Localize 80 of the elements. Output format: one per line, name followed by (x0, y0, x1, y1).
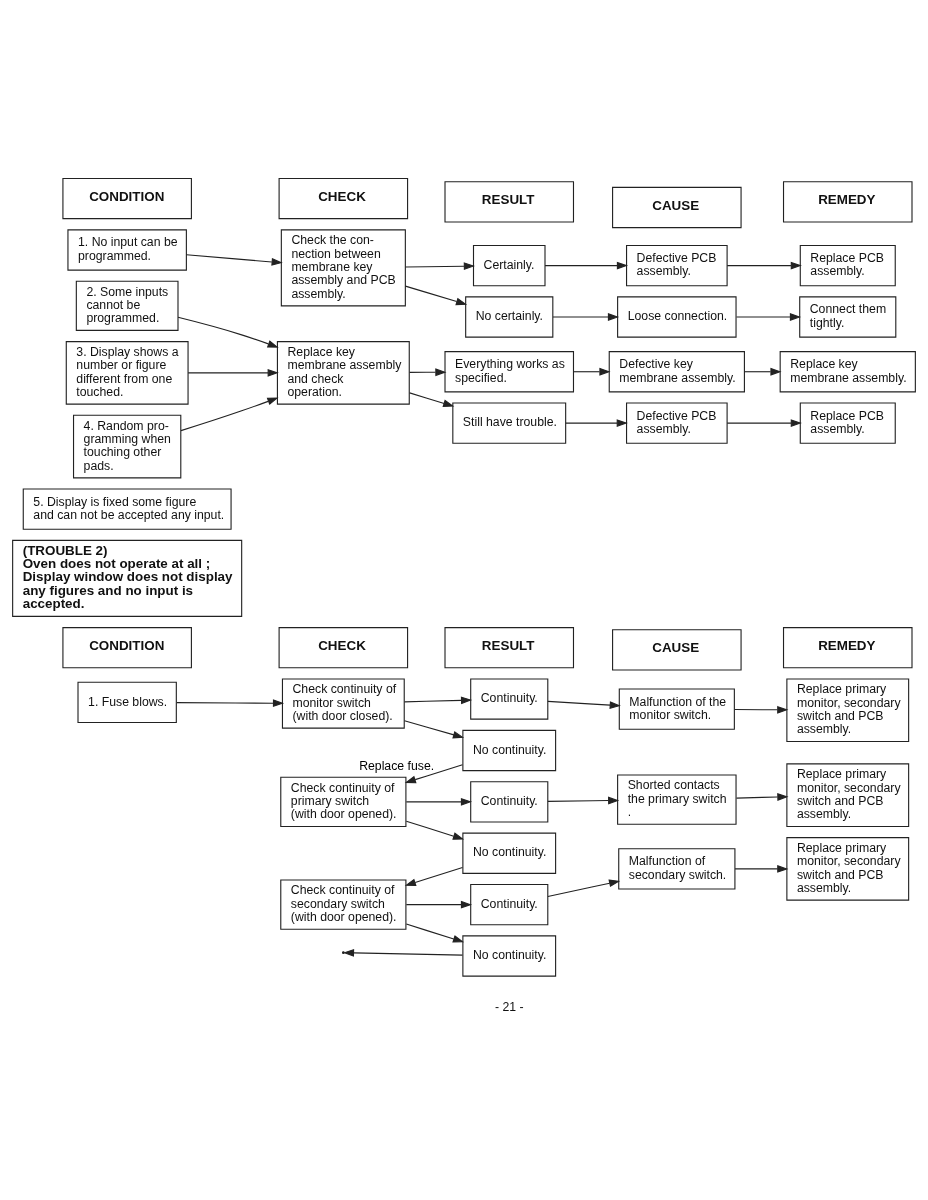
node-box: Defective key membrane assembly. (608, 351, 745, 393)
node-box: CAUSE (612, 186, 742, 229)
arrow (552, 313, 620, 321)
arrow (547, 796, 620, 805)
node-box: Replace primary monitor, secondary switch and PCB assembly. (786, 678, 910, 743)
node-box: No certainly. (465, 296, 554, 338)
arrow (187, 368, 279, 377)
node-box: 4. Random pro- gramming when touching other pads. (73, 414, 182, 479)
node-box: Still have trouble. (452, 402, 567, 444)
node-box: CHECK (278, 177, 409, 220)
node-box: Loose connection. (617, 296, 737, 338)
arrow (405, 900, 473, 909)
arrow (405, 923, 465, 943)
node-box: No continuity. (462, 832, 557, 874)
node-box: Everything works as specified. (444, 351, 575, 393)
node-box: Continuity. (470, 678, 549, 720)
arrow (726, 419, 802, 428)
node-box: Check continuity of primary switch (with door opened). (280, 776, 407, 827)
arrow (547, 700, 621, 710)
node-box: Replace PCB assembly. (799, 402, 896, 444)
arrow (404, 285, 468, 306)
arrow (573, 367, 611, 376)
node-box: 1. No input can be programmed. (67, 229, 187, 271)
arrow (404, 262, 475, 271)
node-box: 3. Display shows a number or figure different from one touched. (65, 341, 189, 405)
arrow (735, 793, 789, 801)
node-box: RESULT (444, 181, 575, 223)
node-box: Check the con- nection between membrane key assembly and PCB assembly. (280, 229, 406, 307)
node-box: RESULT (444, 627, 575, 669)
node-box: REMEDY (782, 627, 913, 669)
arrow (409, 392, 455, 408)
node-box: Replace PCB assembly. (799, 244, 896, 287)
arrow (405, 820, 465, 840)
node-box: Connect them tightly. (799, 296, 897, 338)
node-box: Continuity. (470, 781, 549, 823)
node-box: Malfunction of secondary switch. (618, 848, 736, 890)
node-box: 5. Display is fixed some figure and can not be accepted any input. (22, 488, 232, 530)
arrow (726, 261, 802, 270)
arrow (177, 316, 279, 348)
node-box: Shorted contacts the primary switch . (617, 774, 737, 825)
node-box: Replace key membrane assembly. (779, 351, 916, 393)
node-box: Certainly. (472, 244, 546, 287)
node-box: Malfunction of the monitor switch. (618, 688, 735, 730)
node-box: Check continuity of secondary switch (with door opened). (280, 879, 407, 930)
arrow (403, 720, 465, 739)
arrow (342, 948, 463, 957)
node-box: Replace key membrane assembly and check operation. (276, 341, 410, 405)
node-box: Continuity. (470, 883, 549, 926)
node-box: Replace primary monitor, secondary switch and PCB assembly. (786, 837, 910, 901)
node-box: No continuity. (462, 729, 557, 772)
node-box: Defective PCB assembly. (626, 402, 728, 444)
arrow (565, 419, 628, 428)
node-box: CONDITION (62, 627, 192, 669)
node-box: 2. Some inputs cannot be programmed. (75, 280, 179, 331)
node-box: CAUSE (612, 629, 742, 671)
node-box: (TROUBLE 2) Oven does not operate at all ; Display window does not display any figures and no input is accepted. (12, 539, 243, 617)
arrow (403, 696, 473, 705)
arrow (180, 397, 279, 432)
node-box: CHECK (278, 627, 409, 669)
arrow (409, 368, 447, 377)
edge-label: Replace fuse. (359, 759, 435, 774)
arrow (734, 864, 789, 873)
node-box: Defective PCB assembly. (626, 244, 728, 287)
node-box: 1. Fuse blows. (77, 681, 177, 724)
arrow (547, 879, 621, 898)
label: - 21 - (494, 999, 524, 1014)
node-box: REMEDY (782, 181, 913, 223)
arrow (176, 699, 285, 708)
node-box: No continuity. (462, 935, 557, 977)
arrow (744, 367, 782, 376)
node-box: Replace primary monitor, secondary switch and PCB assembly. (786, 763, 910, 827)
node-box: Check continuity of monitor switch (with door closed). (281, 678, 405, 729)
node-box: CONDITION (62, 177, 192, 220)
arrow (544, 261, 629, 270)
arrow (404, 867, 464, 887)
arrow (735, 313, 802, 321)
arrow (185, 254, 283, 266)
arrow (404, 764, 464, 784)
arrow (405, 797, 473, 806)
arrow (734, 705, 789, 714)
